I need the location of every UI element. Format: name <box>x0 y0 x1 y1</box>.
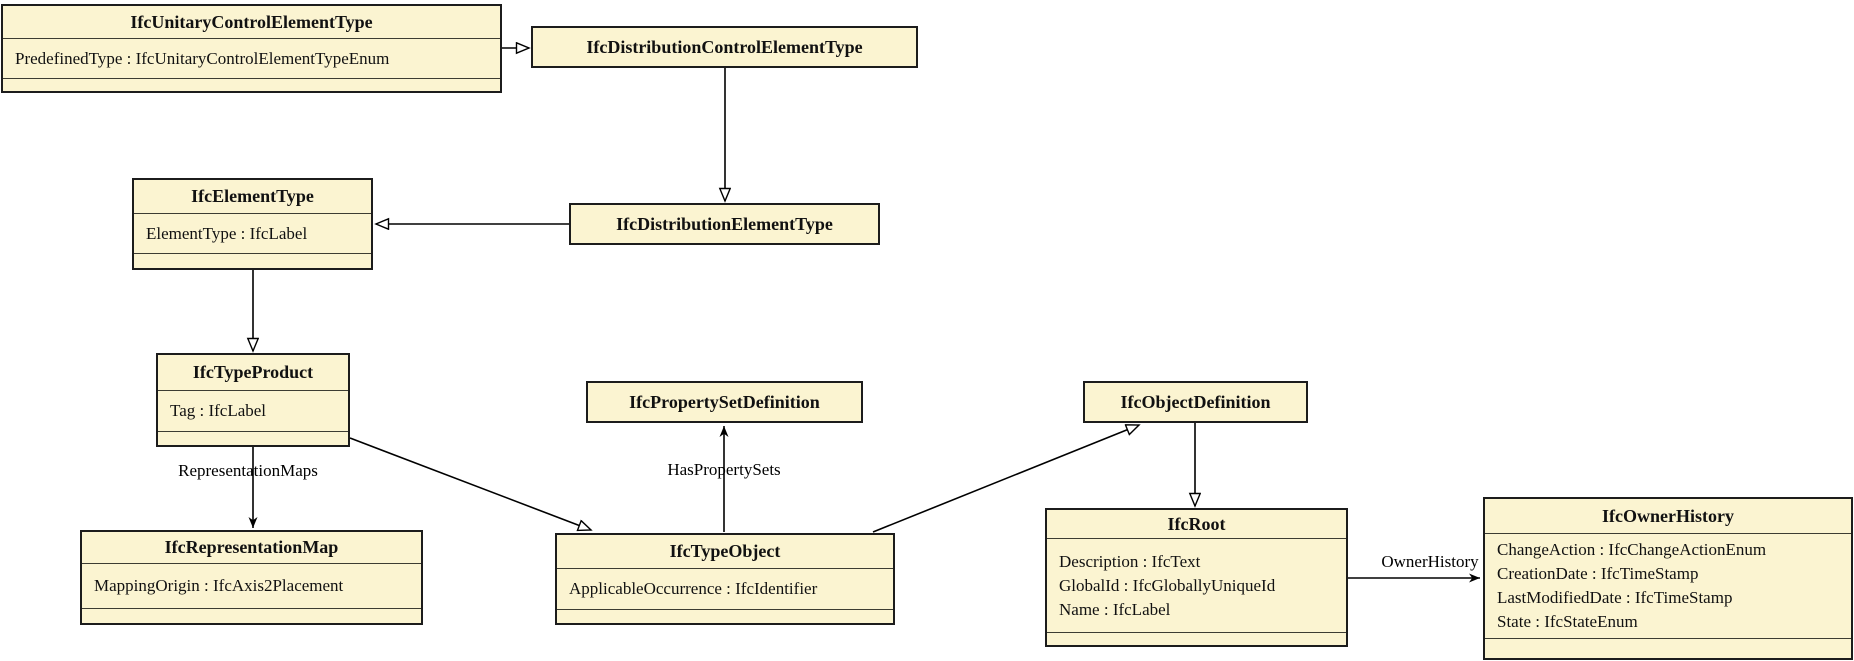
class-title: IfcTypeObject <box>669 541 781 561</box>
edge-label-representationmaps: RepresentationMaps <box>178 461 318 480</box>
class-title: IfcRepresentationMap <box>164 537 339 557</box>
class-title: IfcTypeProduct <box>192 362 314 382</box>
attribute-line: ChangeAction : IfcChangeActionEnum <box>1497 540 1767 559</box>
operations-compartment <box>1485 638 1851 658</box>
operations-compartment <box>134 253 371 268</box>
operations-compartment <box>82 608 421 623</box>
operations-compartment <box>557 609 893 623</box>
edge-label-haspropertysets: HasPropertySets <box>667 460 781 479</box>
operations-compartment <box>1047 632 1346 645</box>
class-box-ifctypeproduct[interactable]: IfcTypeProduct Tag : IfcLabel <box>156 353 350 447</box>
operations-compartment <box>3 78 500 91</box>
attribute-line: State : IfcStateEnum <box>1497 612 1638 631</box>
attribute-line: PredefinedType : IfcUnitaryControlElemen… <box>15 48 390 68</box>
attribute-line: ApplicableOccurrence : IfcIdentifier <box>569 579 818 598</box>
class-title: IfcDistributionElementType <box>616 213 833 234</box>
edge-label-ownerhistory: OwnerHistory <box>1381 552 1479 571</box>
class-title: IfcRoot <box>1167 513 1226 534</box>
attribute-line: LastModifiedDate : IfcTimeStamp <box>1497 588 1733 607</box>
class-box-ifcobjectdefinition[interactable]: IfcObjectDefinition <box>1083 381 1308 423</box>
class-box-ifcownerhistory[interactable]: IfcOwnerHistory ChangeAction : IfcChange… <box>1483 497 1853 660</box>
class-title: IfcDistributionControlElementType <box>586 36 863 57</box>
attribute-line: MappingOrigin : IfcAxis2Placement <box>94 576 344 595</box>
class-box-ifcpropertysetdefinition[interactable]: IfcPropertySetDefinition <box>586 381 863 423</box>
class-title: IfcOwnerHistory <box>1602 505 1734 526</box>
class-box-ifcunitarycontrolelementtype[interactable]: IfcUnitaryControlElementType PredefinedT… <box>1 4 502 93</box>
class-box-ifcrepresentationmap[interactable]: IfcRepresentationMap MappingOrigin : Ifc… <box>80 530 423 625</box>
attribute-line: ElementType : IfcLabel <box>146 223 308 243</box>
attribute-line: CreationDate : IfcTimeStamp <box>1497 564 1699 583</box>
attribute-line: Tag : IfcLabel <box>170 401 267 420</box>
class-title: IfcElementType <box>191 186 314 206</box>
class-box-ifcelementtype[interactable]: IfcElementType ElementType : IfcLabel <box>132 178 373 270</box>
class-box-ifctypeobject[interactable]: IfcTypeObject ApplicableOccurrence : Ifc… <box>555 533 895 625</box>
attribute-line: Name : IfcLabel <box>1059 599 1171 619</box>
operations-compartment <box>158 431 348 445</box>
edge-gen-typeproduct-to-typeobject <box>349 437 591 530</box>
class-title: IfcPropertySetDefinition <box>629 391 820 412</box>
attribute-line: Description : IfcText <box>1059 551 1201 571</box>
class-box-ifcdistributioncontrolelementtype[interactable]: IfcDistributionControlElementType <box>531 26 918 68</box>
class-box-ifcroot[interactable]: IfcRoot Description : IfcText GlobalId :… <box>1045 508 1348 647</box>
class-box-ifcdistributionelementtype[interactable]: IfcDistributionElementType <box>569 203 880 245</box>
class-title: IfcUnitaryControlElementType <box>130 11 373 32</box>
class-title: IfcObjectDefinition <box>1120 391 1271 412</box>
attribute-line: GlobalId : IfcGloballyUniqueId <box>1059 575 1276 595</box>
